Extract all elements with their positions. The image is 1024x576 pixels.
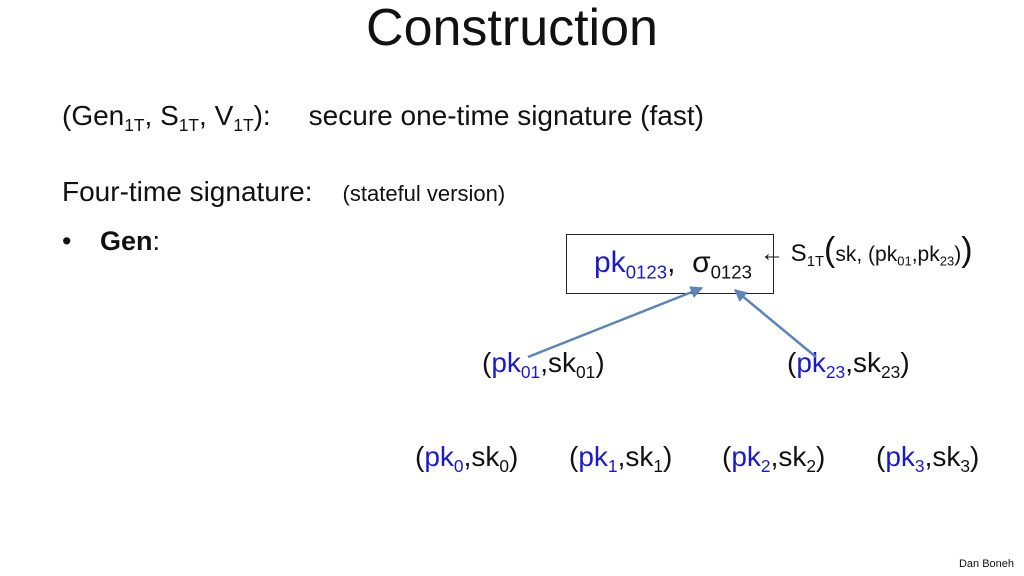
gen-colon: : <box>152 226 161 256</box>
pk-2: pk2 <box>731 441 770 475</box>
arrow-pk23-to-root <box>734 289 817 358</box>
v-label: V <box>214 100 234 131</box>
root-sigma: σ <box>692 246 711 279</box>
four-time-line: Four-time signature: (stateful version) <box>62 176 505 208</box>
root-key-signature: pk0123, σ0123 <box>594 246 752 283</box>
signer-label: S <box>790 240 807 267</box>
args-end: ) <box>954 243 962 266</box>
signing-expression: ← S1T(sk, (pk01,pk23)) <box>760 233 973 271</box>
slide-title: Construction <box>366 0 658 57</box>
close-paren: ) <box>961 231 973 269</box>
keypair-3: (pk3,sk3) <box>876 441 980 477</box>
pk-0: pk0 <box>424 441 463 475</box>
pk-1-label: pk <box>578 441 608 472</box>
pk-2-label: pk <box>731 441 761 472</box>
pk-01-subscript: 01 <box>520 362 541 383</box>
args-pk01-subscript: 01 <box>897 253 912 269</box>
stateful-note: (stateful version) <box>342 181 506 206</box>
one-time-description: secure one-time signature (fast) <box>308 100 704 131</box>
gen-bullet: • Gen: <box>62 226 160 257</box>
sk-2-label: sk <box>778 441 807 472</box>
sk-0-label: sk <box>471 441 500 472</box>
pk-0-subscript: 0 <box>453 456 464 477</box>
pk-01-label: pk <box>491 347 521 378</box>
bullet-dot: • <box>62 226 72 256</box>
left-arrow-icon: ← <box>760 240 784 267</box>
gen-label: Gen <box>71 100 125 131</box>
gen-bold: Gen <box>100 226 153 256</box>
sk-0-subscript: 0 <box>499 456 509 477</box>
v-subscript: 1T <box>233 115 254 136</box>
gen-subscript: 1T <box>124 115 145 136</box>
signing-args: sk, (pk01,pk23) <box>835 243 962 269</box>
sk-23-label: sk <box>853 347 881 378</box>
pk-23-subscript: 23 <box>825 362 846 383</box>
args-mid: ,pk <box>911 243 940 266</box>
pk-01: pk01 <box>491 347 540 381</box>
root-pk: pk0123 <box>594 246 667 281</box>
keypair-0: (pk0,sk0) <box>415 441 519 477</box>
sk-1-subscript: 1 <box>653 456 663 477</box>
pk-2-subscript: 2 <box>760 456 771 477</box>
sk-3-subscript: 3 <box>960 456 970 477</box>
open-paren: ( <box>824 231 836 269</box>
pk-1: pk1 <box>578 441 617 475</box>
pk-1-subscript: 1 <box>607 456 618 477</box>
pk-0-label: pk <box>424 441 454 472</box>
keypair-1: (pk1,sk1) <box>569 441 673 477</box>
sk-01-label: sk <box>548 347 576 378</box>
root-sigma-subscript: 0123 <box>710 261 752 283</box>
keypair-01: (pk01,sk01) <box>482 347 605 383</box>
pk-3: pk3 <box>885 441 924 475</box>
four-time-label: Four-time signature: <box>62 176 313 207</box>
sk-1-label: sk <box>625 441 654 472</box>
one-time-signature-line: (Gen1T, S1T, V1T):secure one-time signat… <box>62 100 704 136</box>
pk-3-label: pk <box>885 441 915 472</box>
keypair-2: (pk2,sk2) <box>722 441 826 477</box>
root-pk-label: pk <box>594 246 626 279</box>
sk-01-subscript: 01 <box>576 362 596 383</box>
pk-3-subscript: 3 <box>914 456 925 477</box>
arrow-pk01-to-root <box>527 286 704 359</box>
s-label: S <box>160 100 179 131</box>
sk-2-subscript: 2 <box>806 456 816 477</box>
sk-3-label: sk <box>932 441 961 472</box>
signer-subscript: 1T <box>806 254 825 271</box>
sk-23-subscript: 23 <box>881 362 901 383</box>
root-pk-subscript: 0123 <box>625 261 668 283</box>
args-start: sk, (pk <box>835 243 898 266</box>
root-box <box>566 234 774 294</box>
keypair-23: (pk23,sk23) <box>787 347 910 383</box>
args-pk23-subscript: 23 <box>939 253 955 269</box>
s-subscript: 1T <box>178 115 200 136</box>
author-credit: Dan Boneh <box>958 558 1014 570</box>
